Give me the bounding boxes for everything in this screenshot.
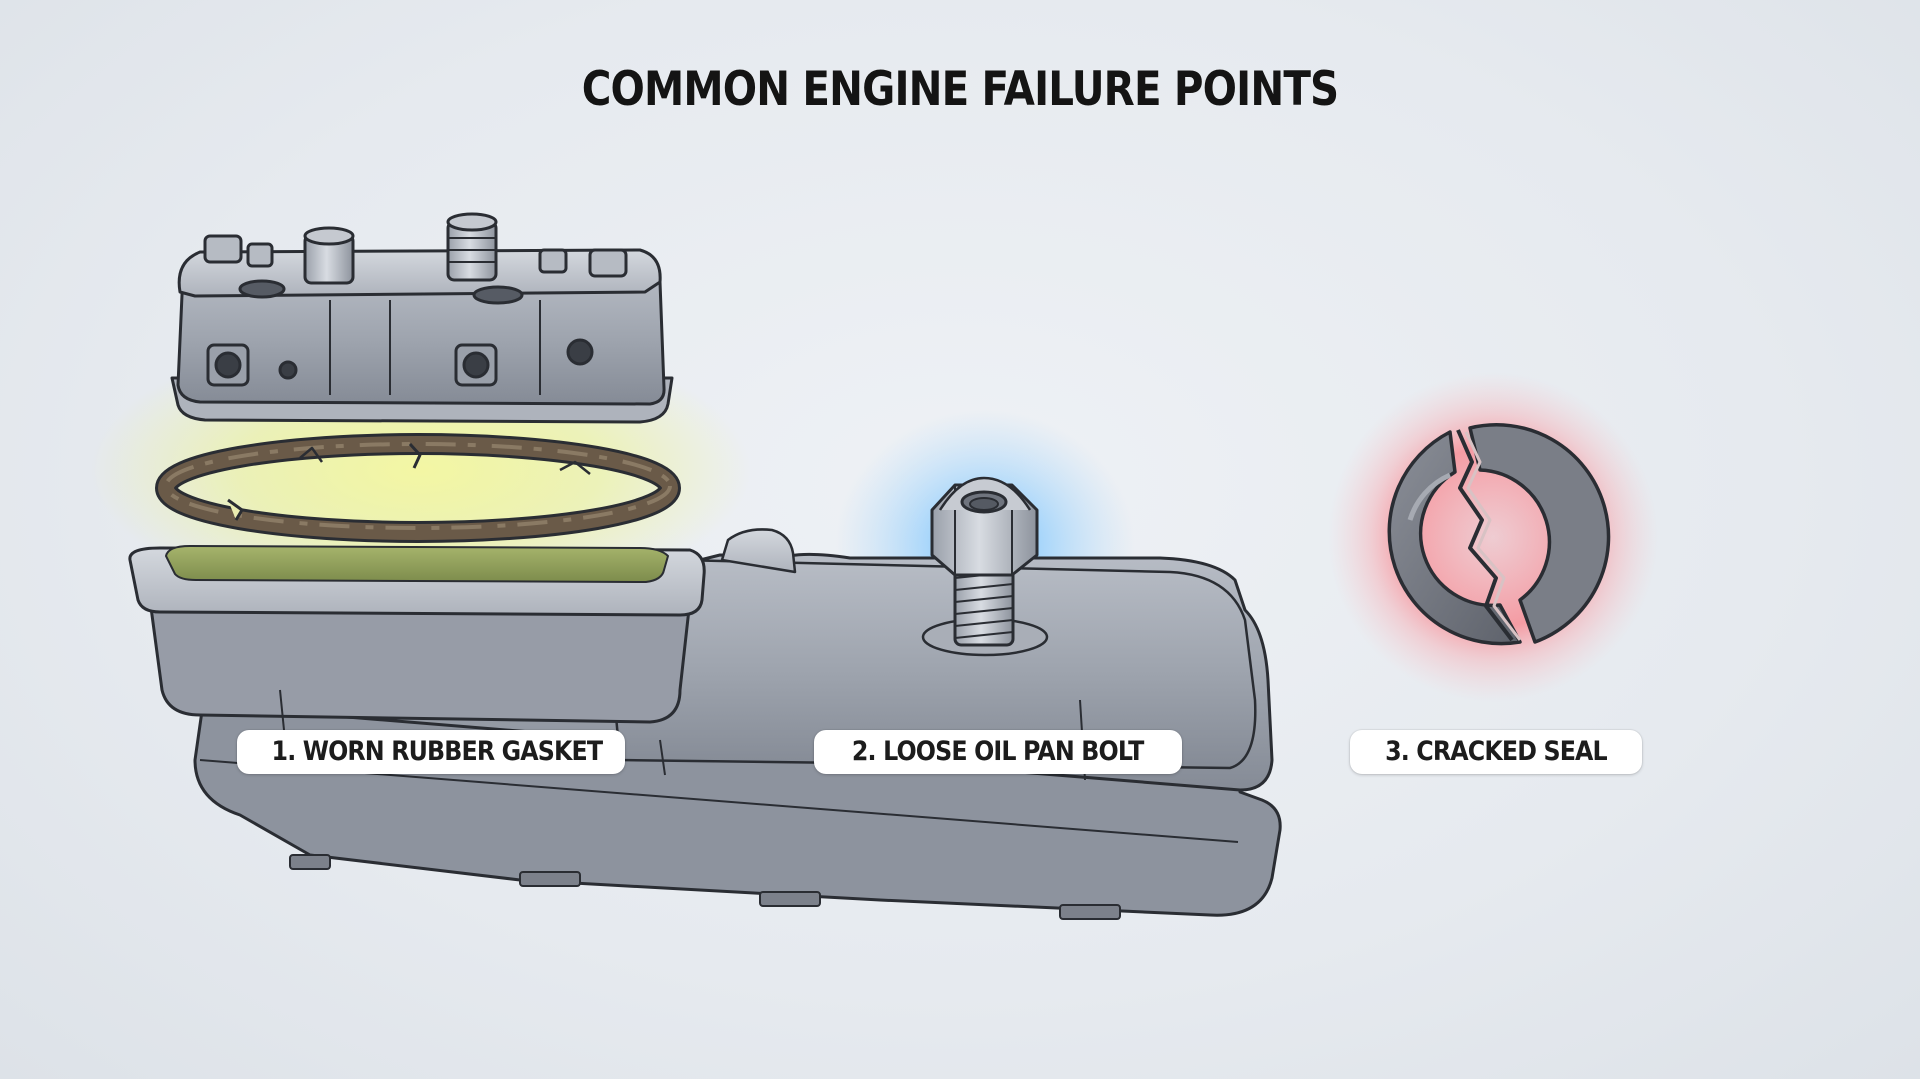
page-title: COMMON ENGINE FAILURE POINTS [581, 62, 1339, 117]
oil-pan-icon [128, 528, 1282, 920]
label-text: 3. CRACKED SEAL [1385, 736, 1608, 767]
label-worn-rubber-gasket: 1. WORN RUBBER GASKET [237, 730, 625, 774]
label-text: 1. WORN RUBBER GASKET [271, 736, 604, 767]
cracked-seal-icon [1387, 423, 1611, 646]
drain-bolt-icon [930, 476, 1039, 647]
cylinder-head-icon [170, 212, 674, 424]
label-loose-oil-pan-bolt: 2. LOOSE OIL PAN BOLT [814, 730, 1182, 774]
label-text: 2. LOOSE OIL PAN BOLT [852, 736, 1144, 767]
label-cracked-seal: 3. CRACKED SEAL [1350, 730, 1642, 774]
seal-glow [1328, 372, 1658, 702]
gasket-ring-icon [155, 433, 681, 543]
